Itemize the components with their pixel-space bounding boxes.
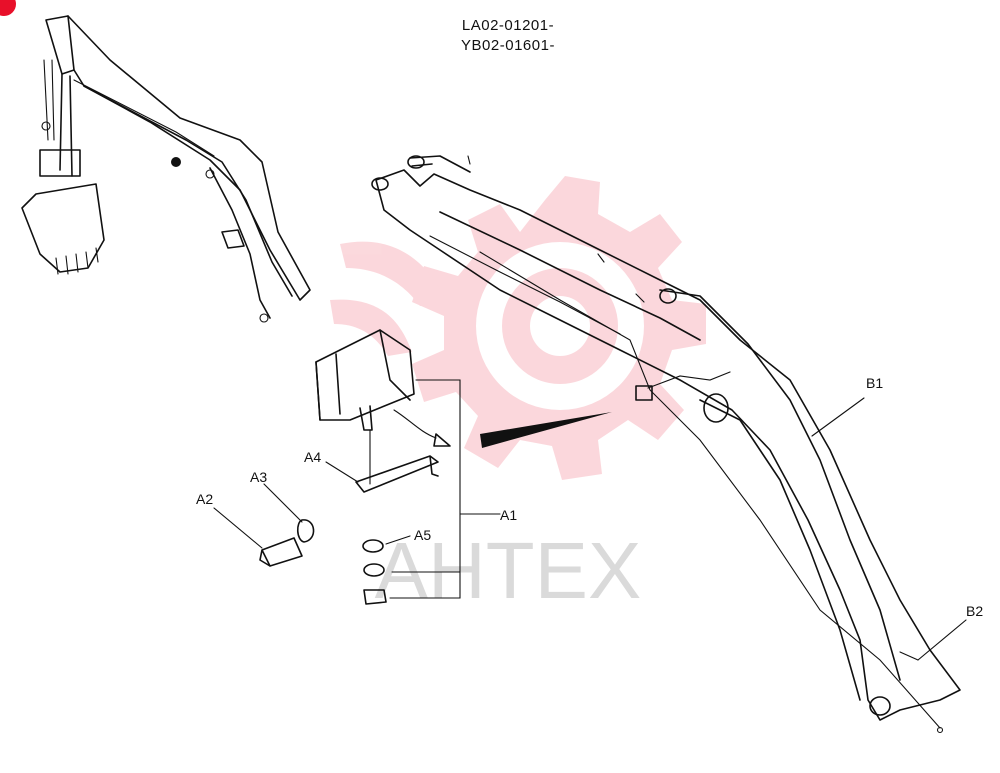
callout-a5: A5 xyxy=(414,527,431,543)
watermark-text: AHTEX xyxy=(375,526,642,615)
corner-badge xyxy=(0,0,16,16)
work-lamp-drawing xyxy=(259,329,451,605)
overview-arm-drawing xyxy=(21,15,311,323)
callout-a3: A3 xyxy=(250,469,267,485)
boom-b1-drawing xyxy=(371,155,961,734)
leader-b2 xyxy=(917,619,967,661)
callout-a4: A4 xyxy=(304,449,321,465)
callout-a1: A1 xyxy=(500,507,517,523)
leader-a3 xyxy=(263,483,303,523)
a1-bracket xyxy=(389,379,501,599)
leader-a5 xyxy=(385,535,411,545)
leader-b1 xyxy=(811,397,865,437)
callout-b2: B2 xyxy=(966,603,983,619)
leader-a4 xyxy=(325,461,359,483)
callout-b1: B1 xyxy=(866,375,883,391)
callout-a2: A2 xyxy=(196,491,213,507)
watermark-logo xyxy=(330,176,706,480)
serial-line-1: LA02-01201- xyxy=(462,17,554,34)
serial-line-2: YB02-01601- xyxy=(461,37,555,54)
pointer-arrow xyxy=(480,412,612,448)
leader-a2 xyxy=(213,507,263,549)
